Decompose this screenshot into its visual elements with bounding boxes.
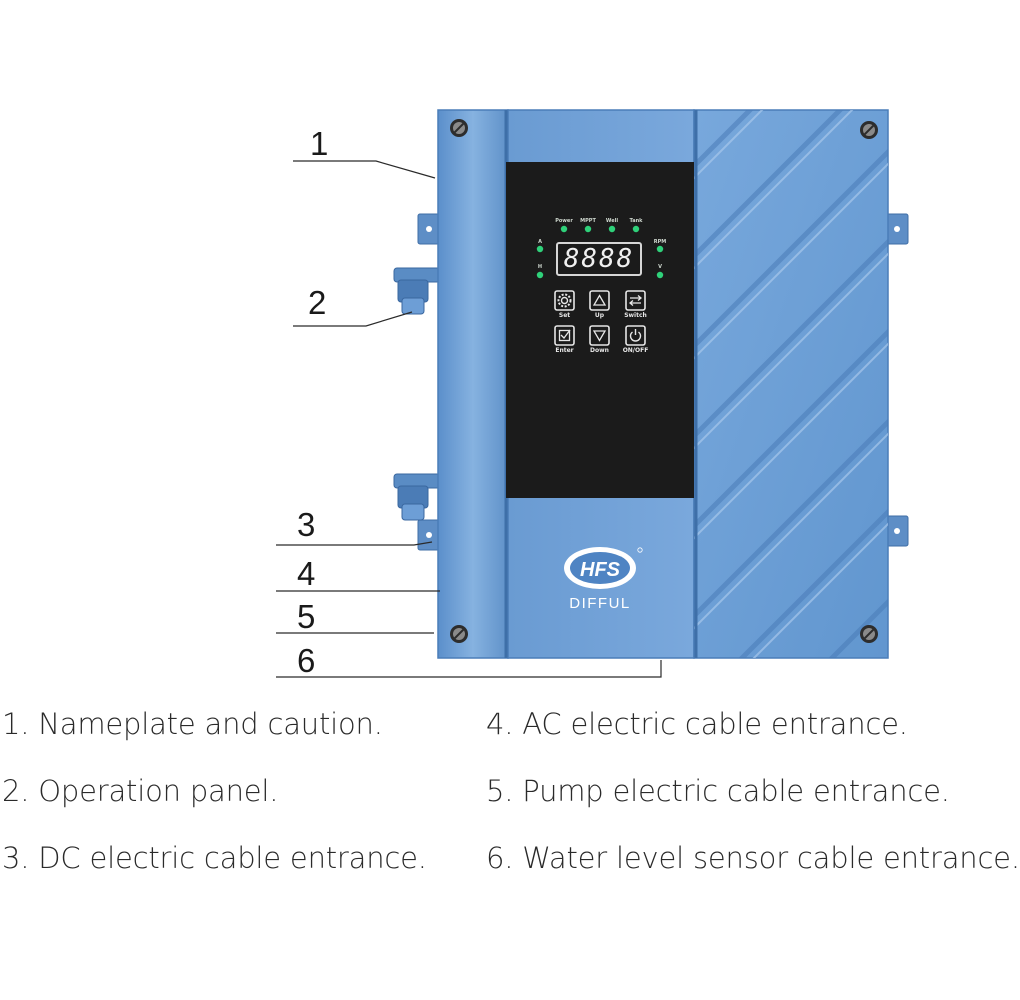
triangle-up-icon [592, 294, 607, 306]
led-label-h: H [537, 264, 543, 270]
led-label-tank: Tank [629, 218, 643, 224]
up-button-label: Up [594, 312, 605, 319]
led-label-well: Well [605, 218, 619, 224]
down-button-label: Down [590, 347, 609, 354]
left-rail [437, 109, 509, 659]
legend-item-4: 4. AC electric cable entrance. [486, 707, 908, 741]
enter-button[interactable] [554, 325, 575, 346]
checkmark-icon [558, 329, 571, 342]
brand-logo-icon: HFS [564, 547, 643, 589]
callout-6: 6 [297, 642, 316, 679]
switch-button[interactable] [625, 290, 646, 311]
enter-button-label: Enter [555, 347, 574, 354]
on-off-button[interactable] [625, 325, 646, 346]
callout-4: 4 [297, 555, 316, 592]
gear-icon [557, 293, 572, 308]
legend-item-6: 6. Water level sensor cable entrance. [486, 841, 1020, 875]
legend-item-2: 2. Operation panel. [2, 774, 279, 808]
brand-name: DIFFUL [569, 595, 631, 612]
legend-item-1: 1. Nameplate and caution. [2, 707, 383, 741]
operation-panel [506, 162, 694, 498]
on-off-button-label: ON/OFF [622, 347, 649, 354]
power-icon [629, 329, 642, 342]
callout-2: 2 [308, 284, 327, 321]
led-label-power: Power [555, 218, 573, 224]
corner-screws [450, 119, 878, 643]
led-label-a: A [538, 239, 542, 245]
set-button-label: Set [558, 312, 571, 319]
up-button[interactable] [589, 290, 610, 311]
down-button[interactable] [589, 325, 610, 346]
led-label-mppt: MPPT [580, 218, 596, 224]
switch-arrows-icon [628, 295, 643, 306]
ribbed-side-cover [693, 109, 889, 659]
callout-3: 3 [297, 506, 316, 543]
led-label-rpm: RPM [653, 239, 667, 245]
latch-top[interactable] [393, 267, 441, 315]
triangle-down-icon [592, 330, 607, 342]
latch-bottom[interactable] [393, 473, 441, 521]
switch-button-label: Switch [624, 312, 647, 319]
callout-5: 5 [297, 598, 316, 635]
set-button[interactable] [554, 290, 575, 311]
status-leds [536, 225, 664, 279]
svg-text:HFS: HFS [580, 559, 621, 581]
legend-item-5: 5. Pump electric cable entrance. [486, 774, 950, 808]
legend-item-3: 3. DC electric cable entrance. [2, 841, 427, 875]
callout-1: 1 [310, 125, 329, 162]
callout-leader-lines [276, 160, 662, 678]
led-label-v: V [658, 264, 662, 270]
digital-display: 8888 [556, 242, 642, 276]
